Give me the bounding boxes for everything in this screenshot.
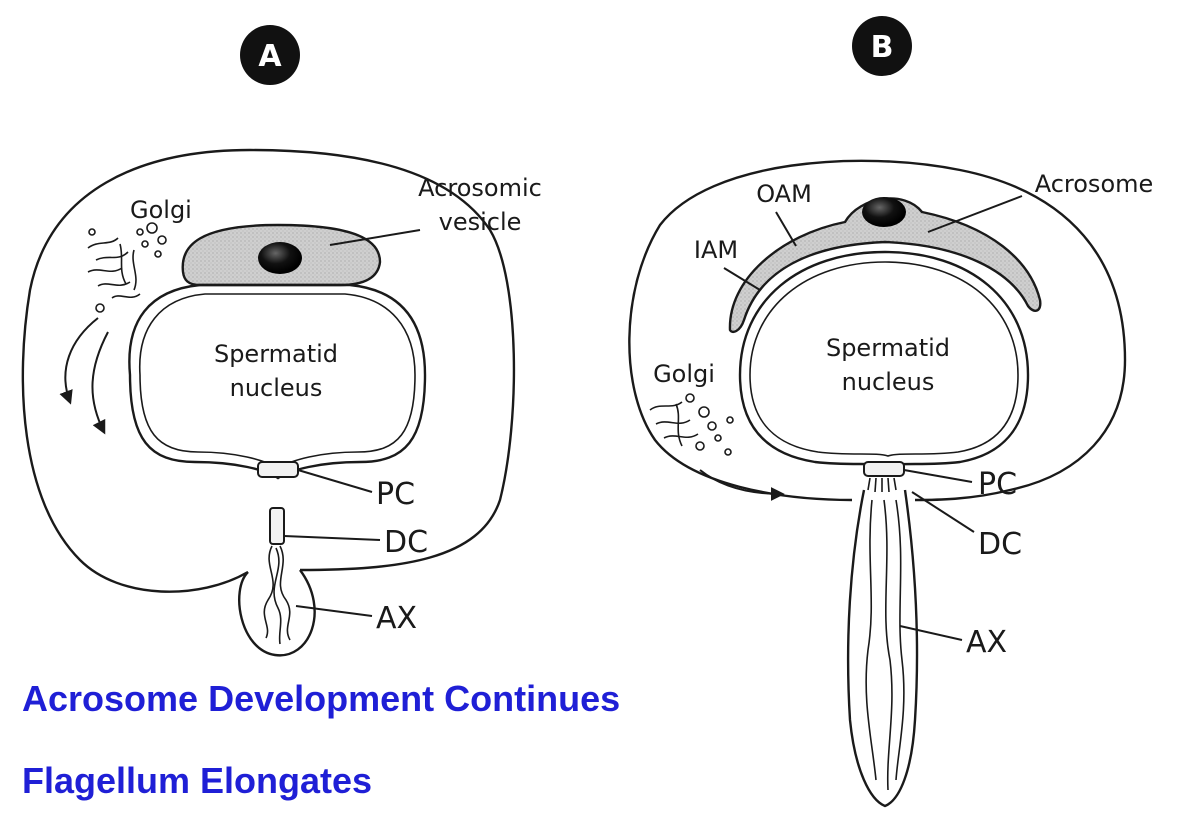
badge-b: B xyxy=(852,16,912,76)
label-nucleus-b: nucleus xyxy=(842,368,935,396)
leader-dc-a xyxy=(283,535,381,541)
cell-outline-b xyxy=(628,159,1127,502)
golgi-arrow-b xyxy=(699,469,785,501)
badge-a: A xyxy=(240,25,300,85)
label-acrosome: Acrosome xyxy=(1035,170,1154,198)
label-dc-b: DC xyxy=(978,527,1022,562)
distal-centriole-b xyxy=(867,477,897,493)
label-pc-b: PC xyxy=(978,467,1017,502)
panel-b: B xyxy=(628,16,1154,808)
leader-dc-b xyxy=(911,491,975,533)
label-iam: IAM xyxy=(694,236,738,264)
nuclear-inner-a xyxy=(138,293,416,469)
axoneme-a xyxy=(263,545,291,645)
label-dc-a: DC xyxy=(384,525,428,560)
nucleus-a xyxy=(128,283,427,480)
label-golgi-b: Golgi xyxy=(653,360,715,388)
svg-text:B: B xyxy=(871,30,894,65)
golgi-b xyxy=(649,393,734,456)
caption-flagellum-elongates: Flagellum Elongates xyxy=(22,760,373,801)
golgi-a xyxy=(87,222,167,313)
acrosomal-granule-b xyxy=(862,197,906,227)
nucleus-b xyxy=(738,250,1030,468)
panel-a: A xyxy=(21,25,542,657)
label-pc-a: PC xyxy=(376,477,415,512)
axoneme-b xyxy=(865,499,905,791)
label-ax-b: AX xyxy=(966,625,1007,660)
proximal-centriole-b xyxy=(863,461,905,477)
label-ax-a: AX xyxy=(376,601,417,636)
label-nucleus-a: nucleus xyxy=(230,374,323,402)
label-vesicle-a: vesicle xyxy=(439,208,522,236)
golgi-arrow-2 xyxy=(91,331,109,435)
label-golgi-a: Golgi xyxy=(130,196,192,224)
acrosome-cap xyxy=(728,197,1042,334)
svg-text:A: A xyxy=(258,39,282,74)
label-oam: OAM xyxy=(756,180,812,208)
label-acrosomic-a: Acrosomic xyxy=(418,174,542,202)
flagellum-b xyxy=(846,489,919,808)
label-spermatid-b: Spermatid xyxy=(826,334,950,362)
leader-pc-b xyxy=(903,469,973,483)
proximal-centriole-a xyxy=(257,461,299,478)
leader-ax-a xyxy=(295,605,373,617)
leader-ax-b xyxy=(899,625,963,641)
golgi-arrow-1 xyxy=(59,317,99,405)
flagellar-bud-a xyxy=(238,569,316,657)
cell-outline-a xyxy=(21,148,516,593)
caption-acrosome-development: Acrosome Development Continues xyxy=(22,678,621,719)
leader-acrosomic-a xyxy=(329,229,421,246)
leader-acrosome xyxy=(927,195,1023,233)
nuclear-inner-b xyxy=(749,261,1019,457)
acrosomic-granule-a xyxy=(258,242,302,274)
leader-pc-a xyxy=(297,469,373,493)
label-spermatid-a: Spermatid xyxy=(214,340,338,368)
leader-oam xyxy=(775,211,797,247)
distal-centriole-a xyxy=(269,507,285,545)
leader-iam xyxy=(723,267,761,291)
